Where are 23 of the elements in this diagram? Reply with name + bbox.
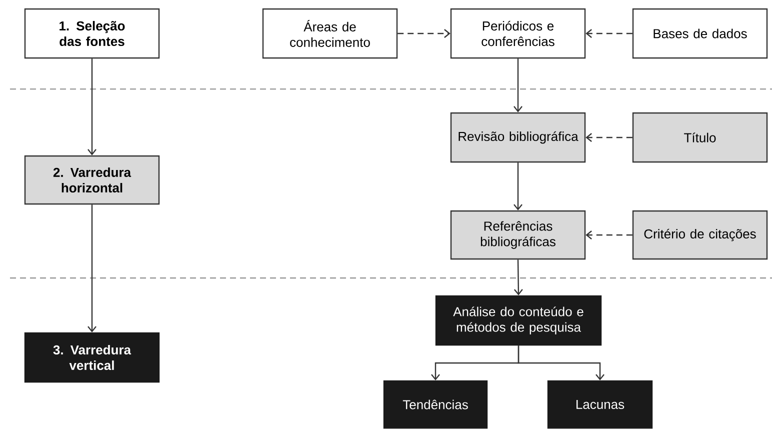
process-box: 1. Seleção das fontes [24, 8, 160, 59]
arrow [514, 162, 522, 210]
arrow [514, 260, 523, 296]
arrow [398, 29, 450, 38]
arrow [518, 346, 604, 380]
arrow [586, 230, 632, 240]
process-box: Periódicos e conferências [450, 8, 586, 59]
process-box: Título [632, 112, 768, 163]
arrow [586, 133, 632, 142]
process-box: Referências bibliográficas [450, 210, 586, 260]
process-box: Análise do conteúdo e métodos de pesquisa [435, 295, 602, 346]
process-box: Lacunas [547, 380, 653, 429]
arrow [586, 29, 632, 38]
arrow [514, 58, 522, 112]
process-box: Revisão bibliográfica [450, 112, 586, 163]
process-box: Critério de citações [632, 210, 768, 260]
arrow [88, 204, 96, 332]
arrow [88, 58, 96, 156]
process-box: Áreas de conhecimento [262, 8, 398, 59]
process-box: 2. Varredura horizontal [24, 155, 160, 205]
process-box: Tendências [383, 380, 488, 429]
process-box: 3. Varredura vertical [24, 332, 160, 383]
process-box: Bases de dados [632, 8, 768, 59]
